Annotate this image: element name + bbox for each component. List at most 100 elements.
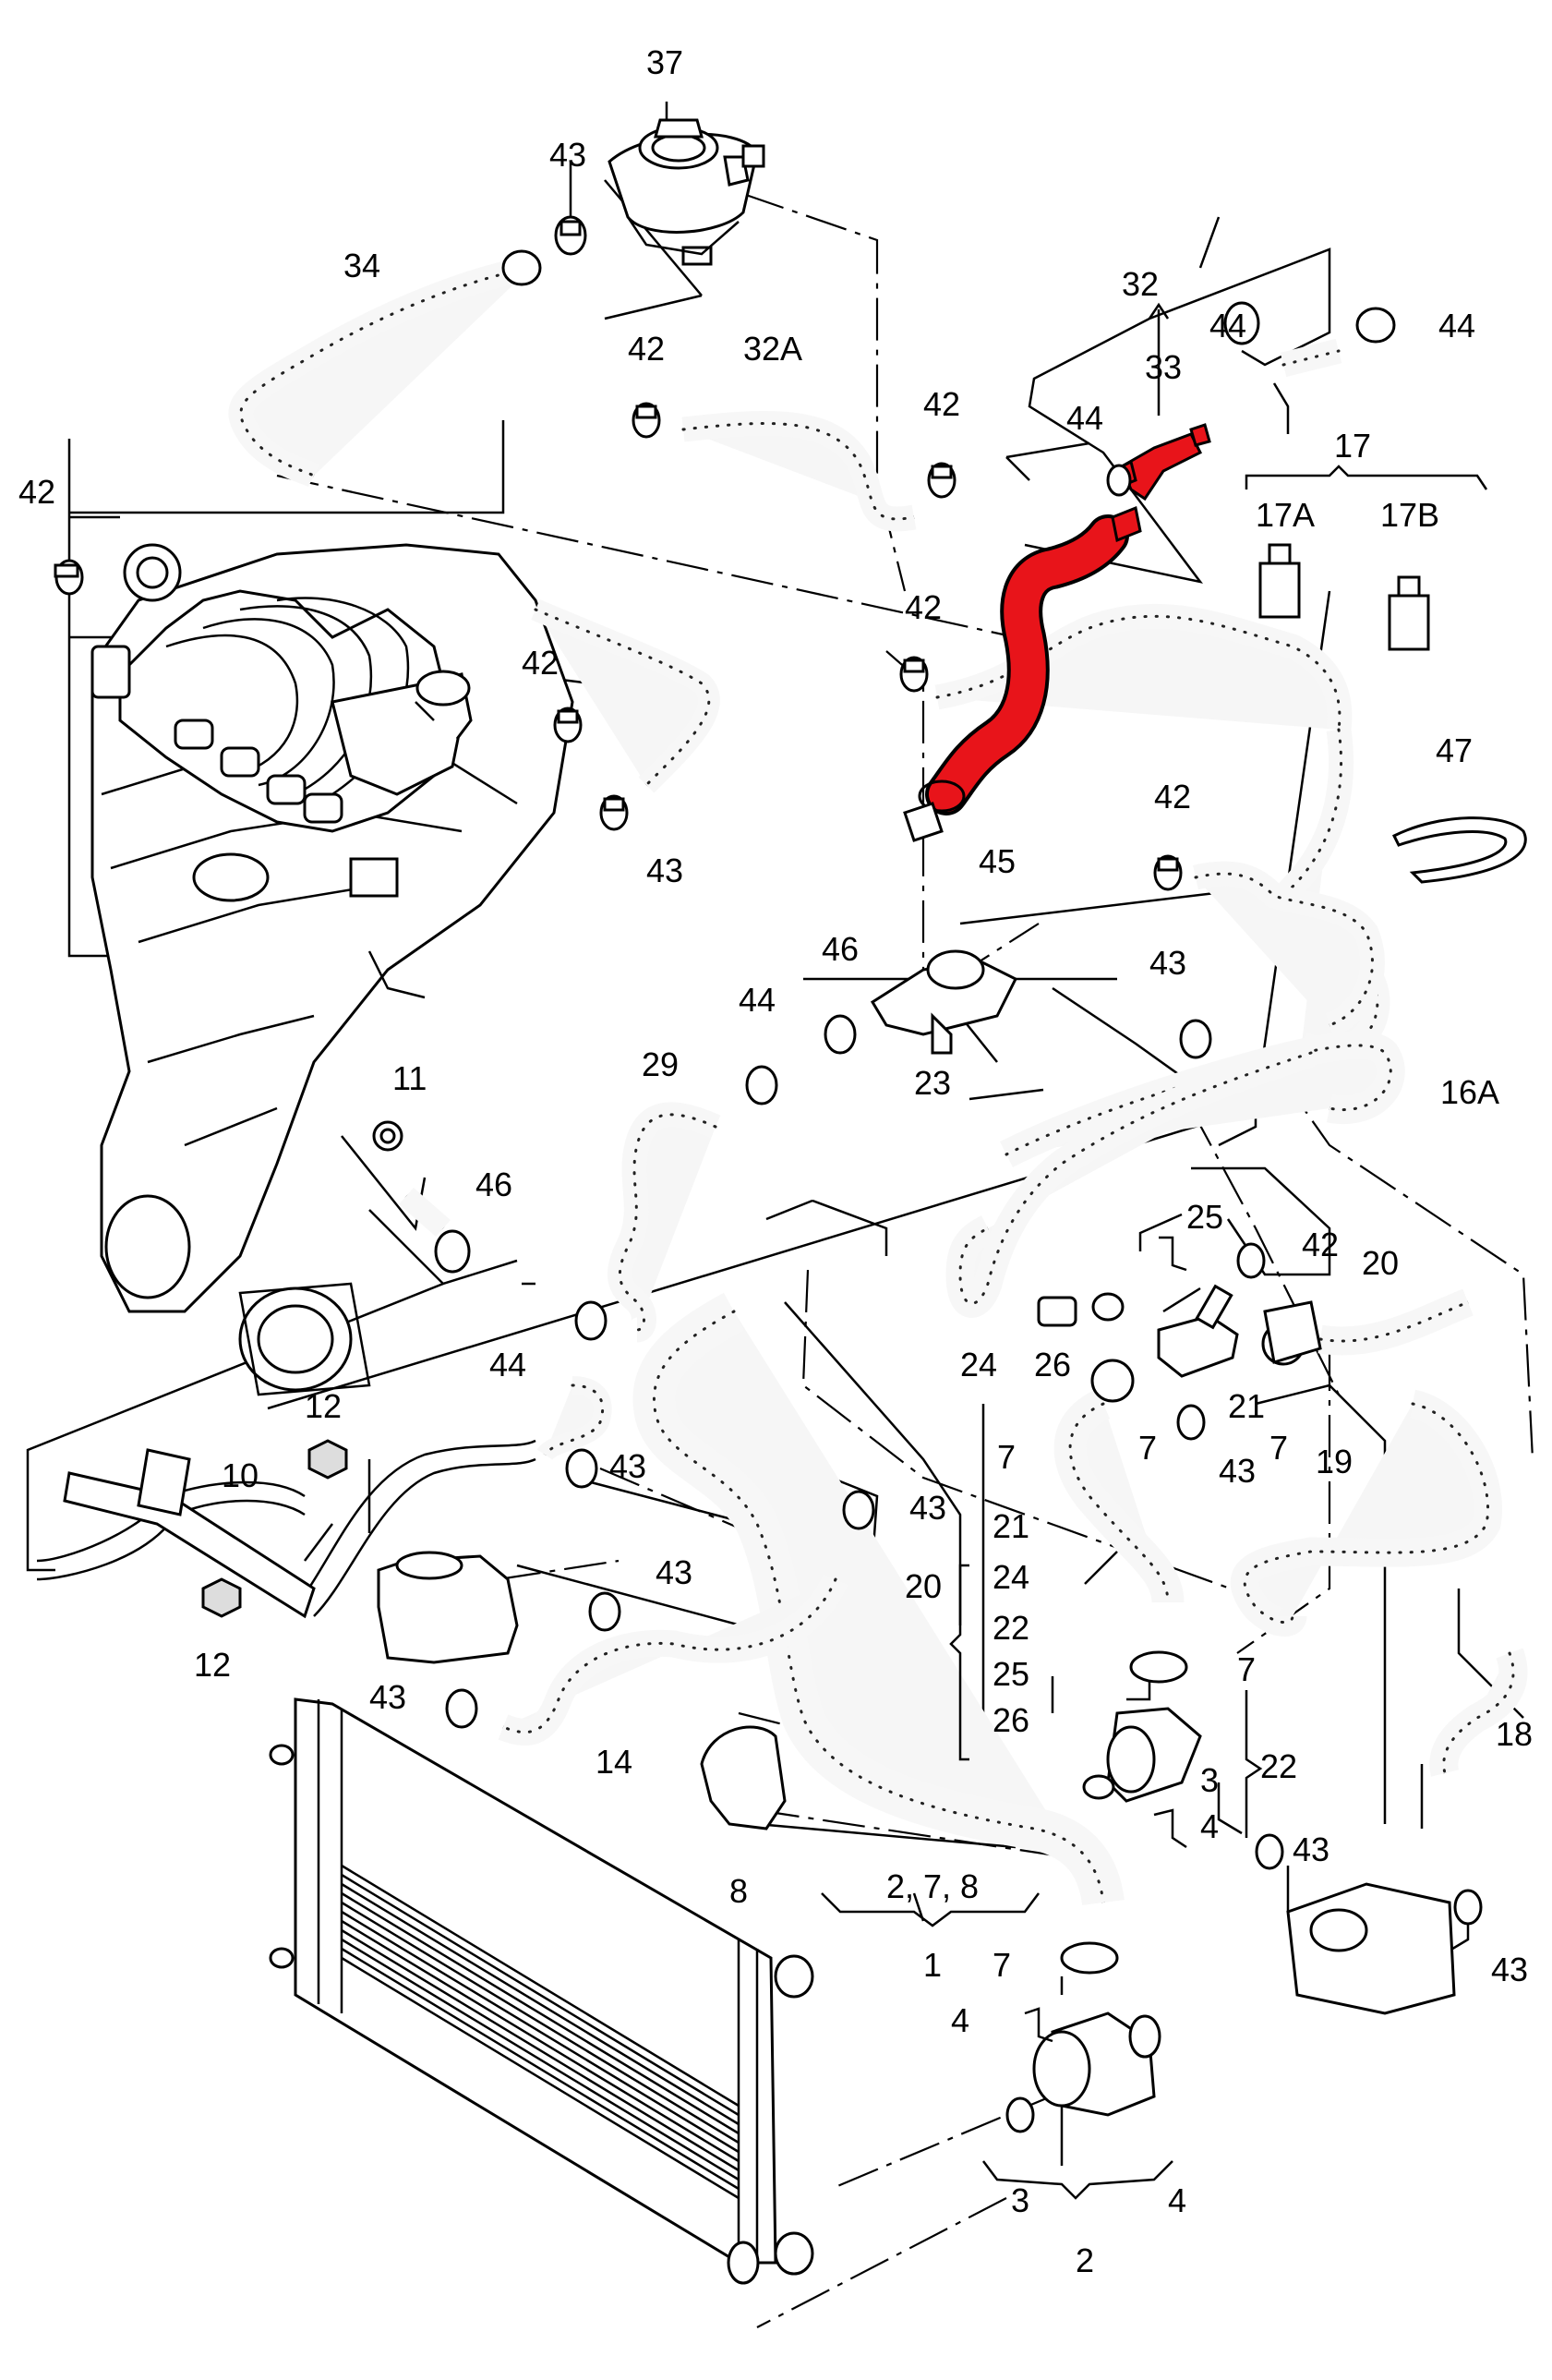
- callout-37: 37: [646, 43, 683, 81]
- clamp-42e: [553, 707, 583, 743]
- part-10-pipe: [63, 1471, 316, 1619]
- callout-42: 42: [522, 644, 559, 682]
- clamp-43c: [1179, 1019, 1212, 1059]
- clamp-44d: [745, 1065, 778, 1105]
- callout-17a: 17A: [1256, 496, 1315, 534]
- clamp-42b: [927, 462, 956, 499]
- callout-34: 34: [343, 247, 380, 284]
- callout-24: 24: [960, 1346, 997, 1383]
- clamp-43j: [1453, 1889, 1483, 1926]
- clamp-44e: [574, 1300, 608, 1341]
- callout-10: 10: [222, 1456, 259, 1494]
- part-4-bracket-b: [1024, 2007, 1053, 2043]
- reservoir-small: [377, 1551, 519, 1664]
- callout-20: 20: [905, 1567, 942, 1605]
- part-20-fitting: [1263, 1300, 1322, 1364]
- part-47-strap: [1391, 816, 1527, 884]
- part-3-oring-a: [1082, 1774, 1115, 1800]
- callout-42: 42: [628, 330, 665, 368]
- hoses: [36, 255, 1528, 1906]
- callout-42: 42: [1154, 778, 1191, 815]
- callout-1: 1: [923, 1946, 942, 1984]
- callout-43: 43: [646, 852, 683, 889]
- callout-2: 2: [1076, 2241, 1094, 2279]
- clamp-46b: [434, 1229, 471, 1274]
- clamp-42a: [632, 402, 661, 439]
- part-12-nut-a: [307, 1439, 348, 1480]
- callout-26: 26: [993, 1701, 1029, 1739]
- clamps: [54, 215, 1527, 2133]
- callout-25: 25: [1186, 1198, 1223, 1236]
- part-12-nut-b: [201, 1577, 242, 1618]
- callout-24: 24: [993, 1558, 1029, 1596]
- clamp-42g: [1236, 1242, 1266, 1279]
- clamp-43d: [1176, 1404, 1206, 1441]
- clamp-7e: [1060, 1941, 1119, 1975]
- callout-21: 21: [1228, 1387, 1265, 1425]
- callout-42: 42: [923, 385, 960, 423]
- part-17a: [1258, 543, 1301, 619]
- callout-29: 29: [642, 1045, 679, 1083]
- callout-2-7-8: 2, 7, 8: [886, 1867, 979, 1905]
- callout-32a: 32A: [743, 330, 802, 368]
- clamp-43i: [1255, 1833, 1284, 1870]
- clamp-44b: [1355, 307, 1396, 344]
- callout-43: 43: [1491, 1951, 1528, 1988]
- callout-11: 11: [392, 1059, 427, 1097]
- callout-43: 43: [549, 136, 586, 174]
- part-25-bracket: [1159, 1236, 1187, 1272]
- clamp-43h: [445, 1688, 478, 1729]
- callout-44: 44: [1209, 307, 1246, 344]
- callout-42: 42: [18, 473, 55, 511]
- oil-cooler: [1286, 1866, 1456, 2015]
- callout-42: 42: [1302, 1226, 1339, 1263]
- callout-43: 43: [609, 1447, 646, 1485]
- clamp-43a: [554, 215, 587, 256]
- callout-44: 44: [489, 1346, 526, 1383]
- callout-42: 42: [905, 588, 942, 626]
- callout-12: 12: [194, 1646, 231, 1684]
- part-17b: [1388, 575, 1430, 651]
- part-24: [1037, 1296, 1077, 1327]
- callout-7: 7: [1138, 1429, 1157, 1467]
- callout-43: 43: [656, 1553, 692, 1591]
- part-21: [1157, 1314, 1239, 1378]
- clamp-44a: [1223, 301, 1260, 345]
- callout-44: 44: [1066, 399, 1103, 437]
- callout-7: 7: [1269, 1429, 1288, 1467]
- callout-22: 22: [993, 1609, 1029, 1647]
- callout-43: 43: [1293, 1830, 1329, 1868]
- part-3-oring-b: [1005, 2096, 1035, 2133]
- callout-21: 21: [993, 1507, 1029, 1545]
- callout-47: 47: [1436, 731, 1473, 769]
- callout-23: 23: [914, 1064, 951, 1102]
- callout-7: 7: [997, 1438, 1016, 1476]
- intake-manifold: [90, 543, 473, 833]
- callout-12: 12: [305, 1387, 342, 1425]
- callout-19: 19: [1316, 1443, 1353, 1480]
- clamp-46a: [824, 1014, 857, 1055]
- callout-17: 17: [1334, 427, 1371, 465]
- callout-46: 46: [475, 1166, 512, 1203]
- callout-33: 33: [1145, 348, 1182, 386]
- clamp-7d: [1129, 1650, 1188, 1684]
- tube-43e: [295, 1439, 536, 1608]
- expansion-tank: [608, 118, 765, 266]
- clamp-42c: [54, 559, 84, 596]
- clamp-43b: [599, 794, 629, 831]
- clamp-42d: [899, 656, 929, 693]
- clamp-43f: [842, 1490, 875, 1530]
- callout-45: 45: [979, 842, 1016, 880]
- callout-7: 7: [1237, 1650, 1256, 1688]
- callout-3: 3: [1011, 2181, 1029, 2219]
- callout-7: 7: [993, 1946, 1011, 1984]
- callout-43: 43: [1219, 1452, 1256, 1490]
- callout-25: 25: [993, 1655, 1029, 1693]
- part-23: [870, 949, 1018, 1055]
- clamp-43g: [588, 1591, 621, 1632]
- clamp-45: [903, 802, 944, 842]
- callout-43: 43: [369, 1678, 406, 1716]
- callout-22: 22: [1260, 1747, 1297, 1785]
- part-4-bracket-a: [1153, 1808, 1187, 1849]
